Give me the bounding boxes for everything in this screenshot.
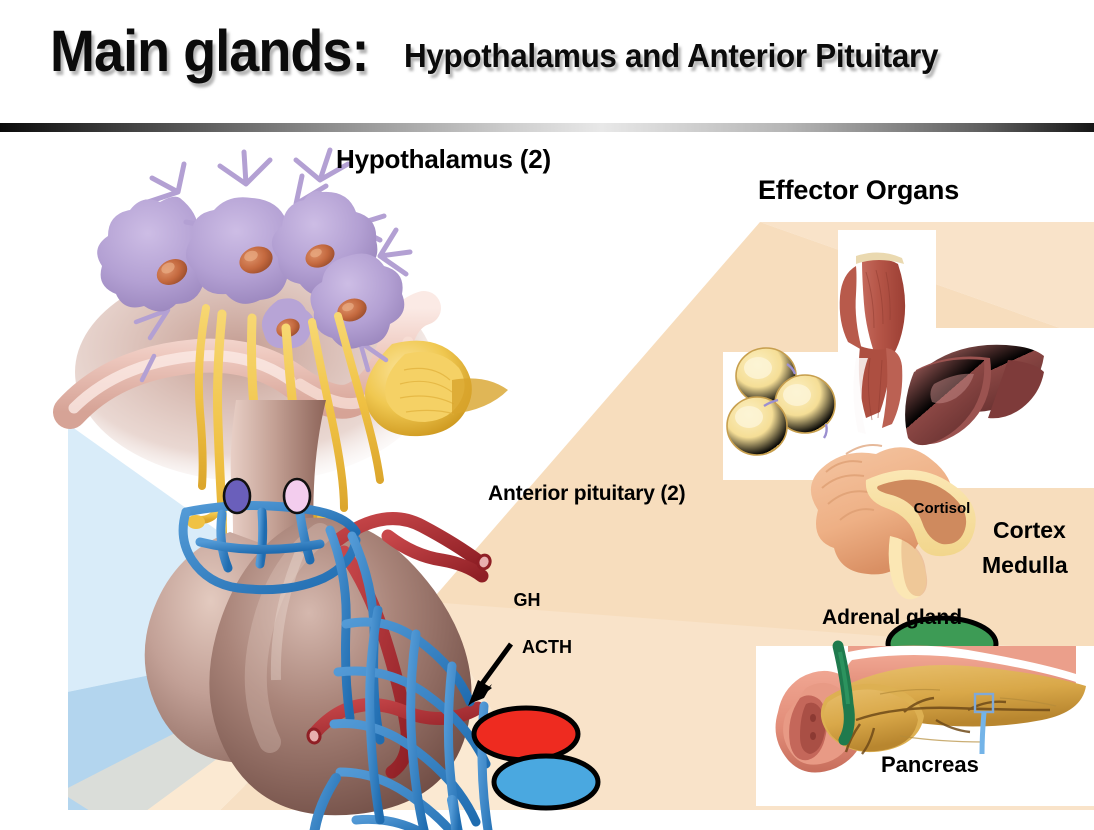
effector-organs-group bbox=[723, 230, 1094, 488]
slide-title-block: Main glands: Hypothalamus and Anterior Pi… bbox=[0, 0, 1094, 115]
acth-badge-label: ACTH bbox=[522, 637, 572, 657]
neurosecretory-markers bbox=[222, 477, 312, 515]
page-title: Main glands: bbox=[50, 19, 369, 84]
vesicle-marker-blue bbox=[222, 477, 252, 515]
gh-badge bbox=[471, 705, 581, 763]
gh-badge-label: GH bbox=[513, 590, 541, 610]
label-effector-organs: Effector Organs bbox=[758, 175, 960, 205]
label-cortex: Cortex bbox=[993, 517, 1066, 543]
fat-cells-illustration bbox=[726, 347, 836, 456]
cortisol-badge-label: Cortisol bbox=[913, 500, 971, 517]
pancreas-illustration bbox=[756, 640, 1094, 806]
bottom-white-margin bbox=[0, 810, 1094, 830]
pancreatic-duct bbox=[844, 696, 1051, 755]
diagram-canvas bbox=[0, 132, 1094, 830]
mammillary-body bbox=[365, 340, 508, 437]
left-white-margin bbox=[0, 132, 68, 830]
label-pancreas: Pancreas bbox=[881, 752, 979, 777]
label-hypothalamus: Hypothalamus (2) bbox=[336, 144, 551, 174]
artery-cut-ends bbox=[306, 553, 492, 745]
muscle-illustration bbox=[839, 252, 906, 434]
adrenal-gland-illustration bbox=[810, 444, 976, 600]
label-anterior-pituitary: Anterior pituitary (2) bbox=[488, 482, 686, 505]
hypophyseal-portal-plexus bbox=[178, 500, 493, 830]
title-divider-bar bbox=[0, 123, 1094, 132]
vesicle-marker-pink bbox=[282, 477, 312, 515]
acth-badge bbox=[491, 753, 601, 811]
title-line: Main glands: Hypothalamus and Anterior Pi… bbox=[50, 18, 967, 85]
label-medulla: Medulla bbox=[982, 552, 1068, 578]
label-adrenal-gland: Adrenal gland bbox=[822, 606, 963, 629]
liver-illustration bbox=[905, 344, 1044, 446]
neuron bbox=[310, 227, 413, 373]
neuron bbox=[183, 149, 329, 304]
page-subtitle: Hypothalamus and Anterior Pituitary bbox=[404, 37, 939, 74]
